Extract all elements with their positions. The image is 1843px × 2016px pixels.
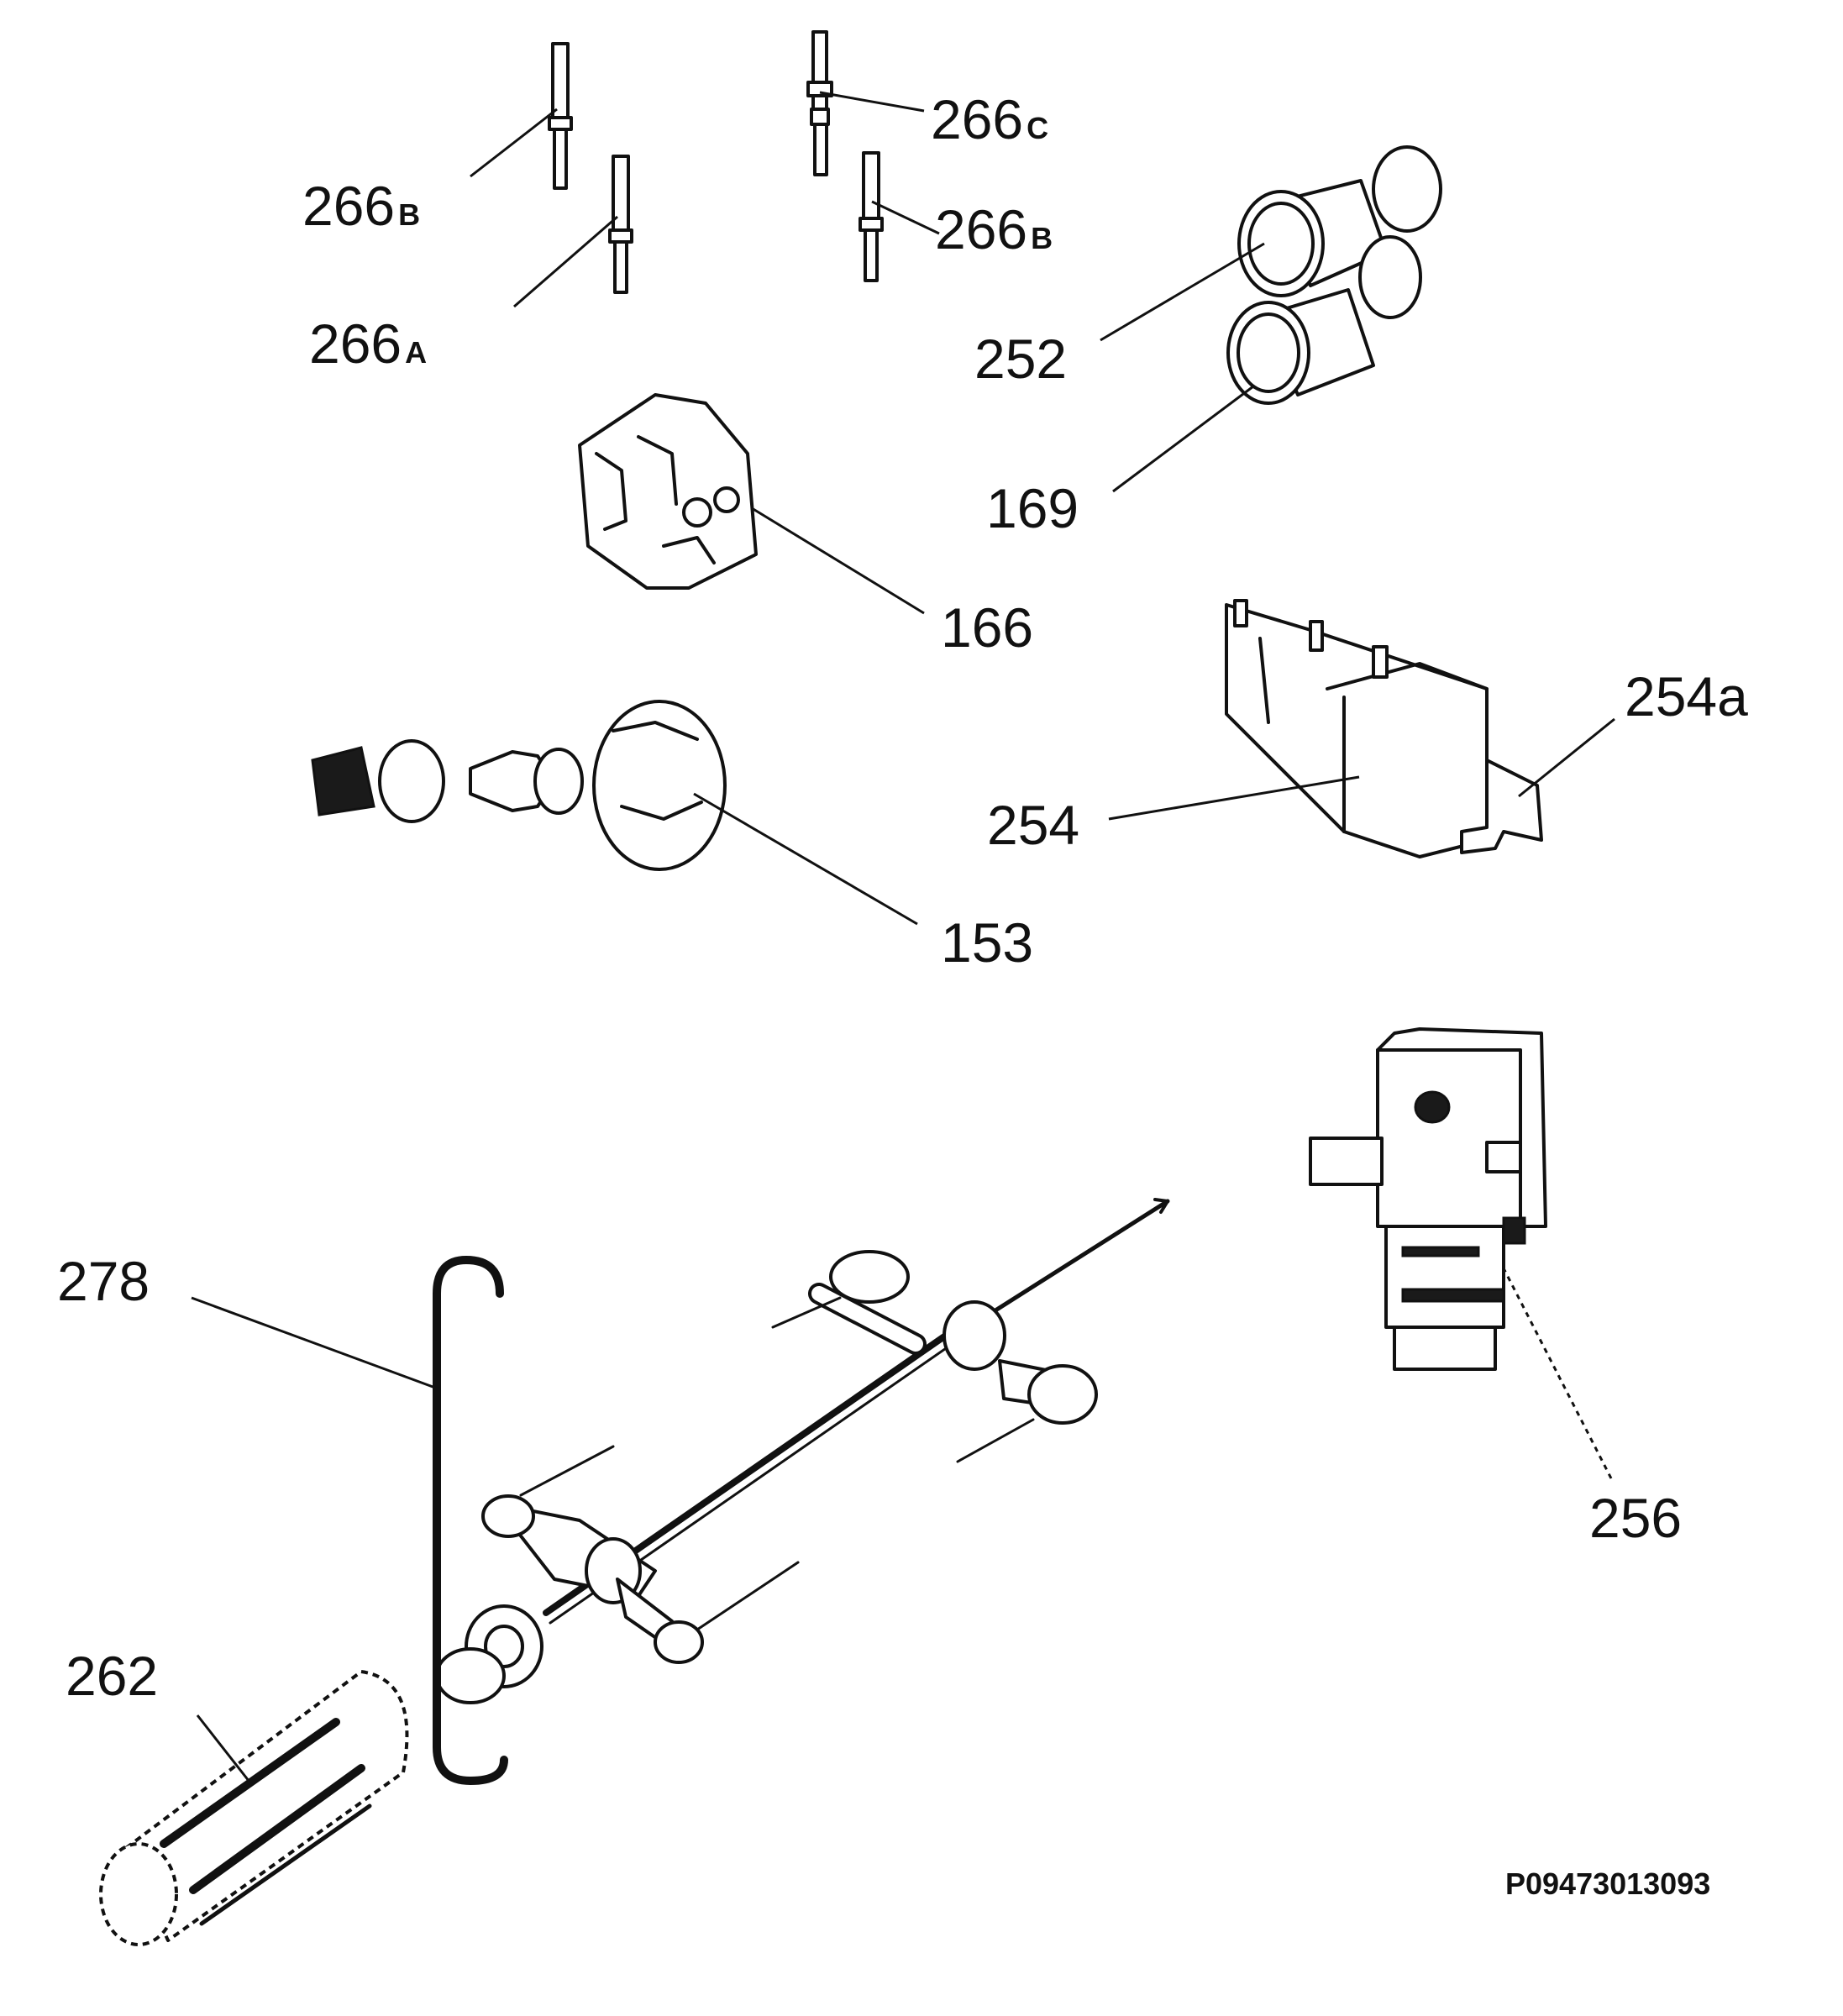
leader-lines bbox=[191, 91, 1615, 1786]
callout-252: 252 bbox=[974, 328, 1067, 390]
callout-256: 256 bbox=[1589, 1487, 1682, 1549]
knob-252 bbox=[1237, 145, 1442, 297]
callout-153: 153 bbox=[941, 911, 1033, 974]
spit-rod-assembly bbox=[435, 1198, 1170, 1704]
pin-266b-left bbox=[548, 42, 573, 190]
callout-254: 254 bbox=[987, 794, 1079, 856]
callout-254a: 254a bbox=[1625, 665, 1748, 727]
callout-166: 166 bbox=[941, 596, 1033, 659]
pin-266a bbox=[608, 155, 633, 294]
pin-266c bbox=[806, 30, 833, 176]
ignition-module-254 bbox=[1225, 599, 1489, 858]
lamp-assembly-153 bbox=[311, 700, 727, 871]
switch-block-166 bbox=[578, 393, 758, 590]
callout-278: 278 bbox=[57, 1250, 150, 1312]
knob-169 bbox=[1226, 235, 1422, 405]
hook-278 bbox=[433, 1256, 508, 1785]
callout-169: 169 bbox=[986, 477, 1079, 539]
callout-262: 262 bbox=[66, 1645, 158, 1707]
valve-block-256 bbox=[1309, 1027, 1547, 1371]
reference-code: P09473013093 bbox=[1505, 1866, 1710, 1901]
spit-handle-262 bbox=[99, 1670, 409, 1946]
bracket-254a bbox=[1460, 759, 1543, 854]
pin-266b-right bbox=[858, 151, 884, 282]
